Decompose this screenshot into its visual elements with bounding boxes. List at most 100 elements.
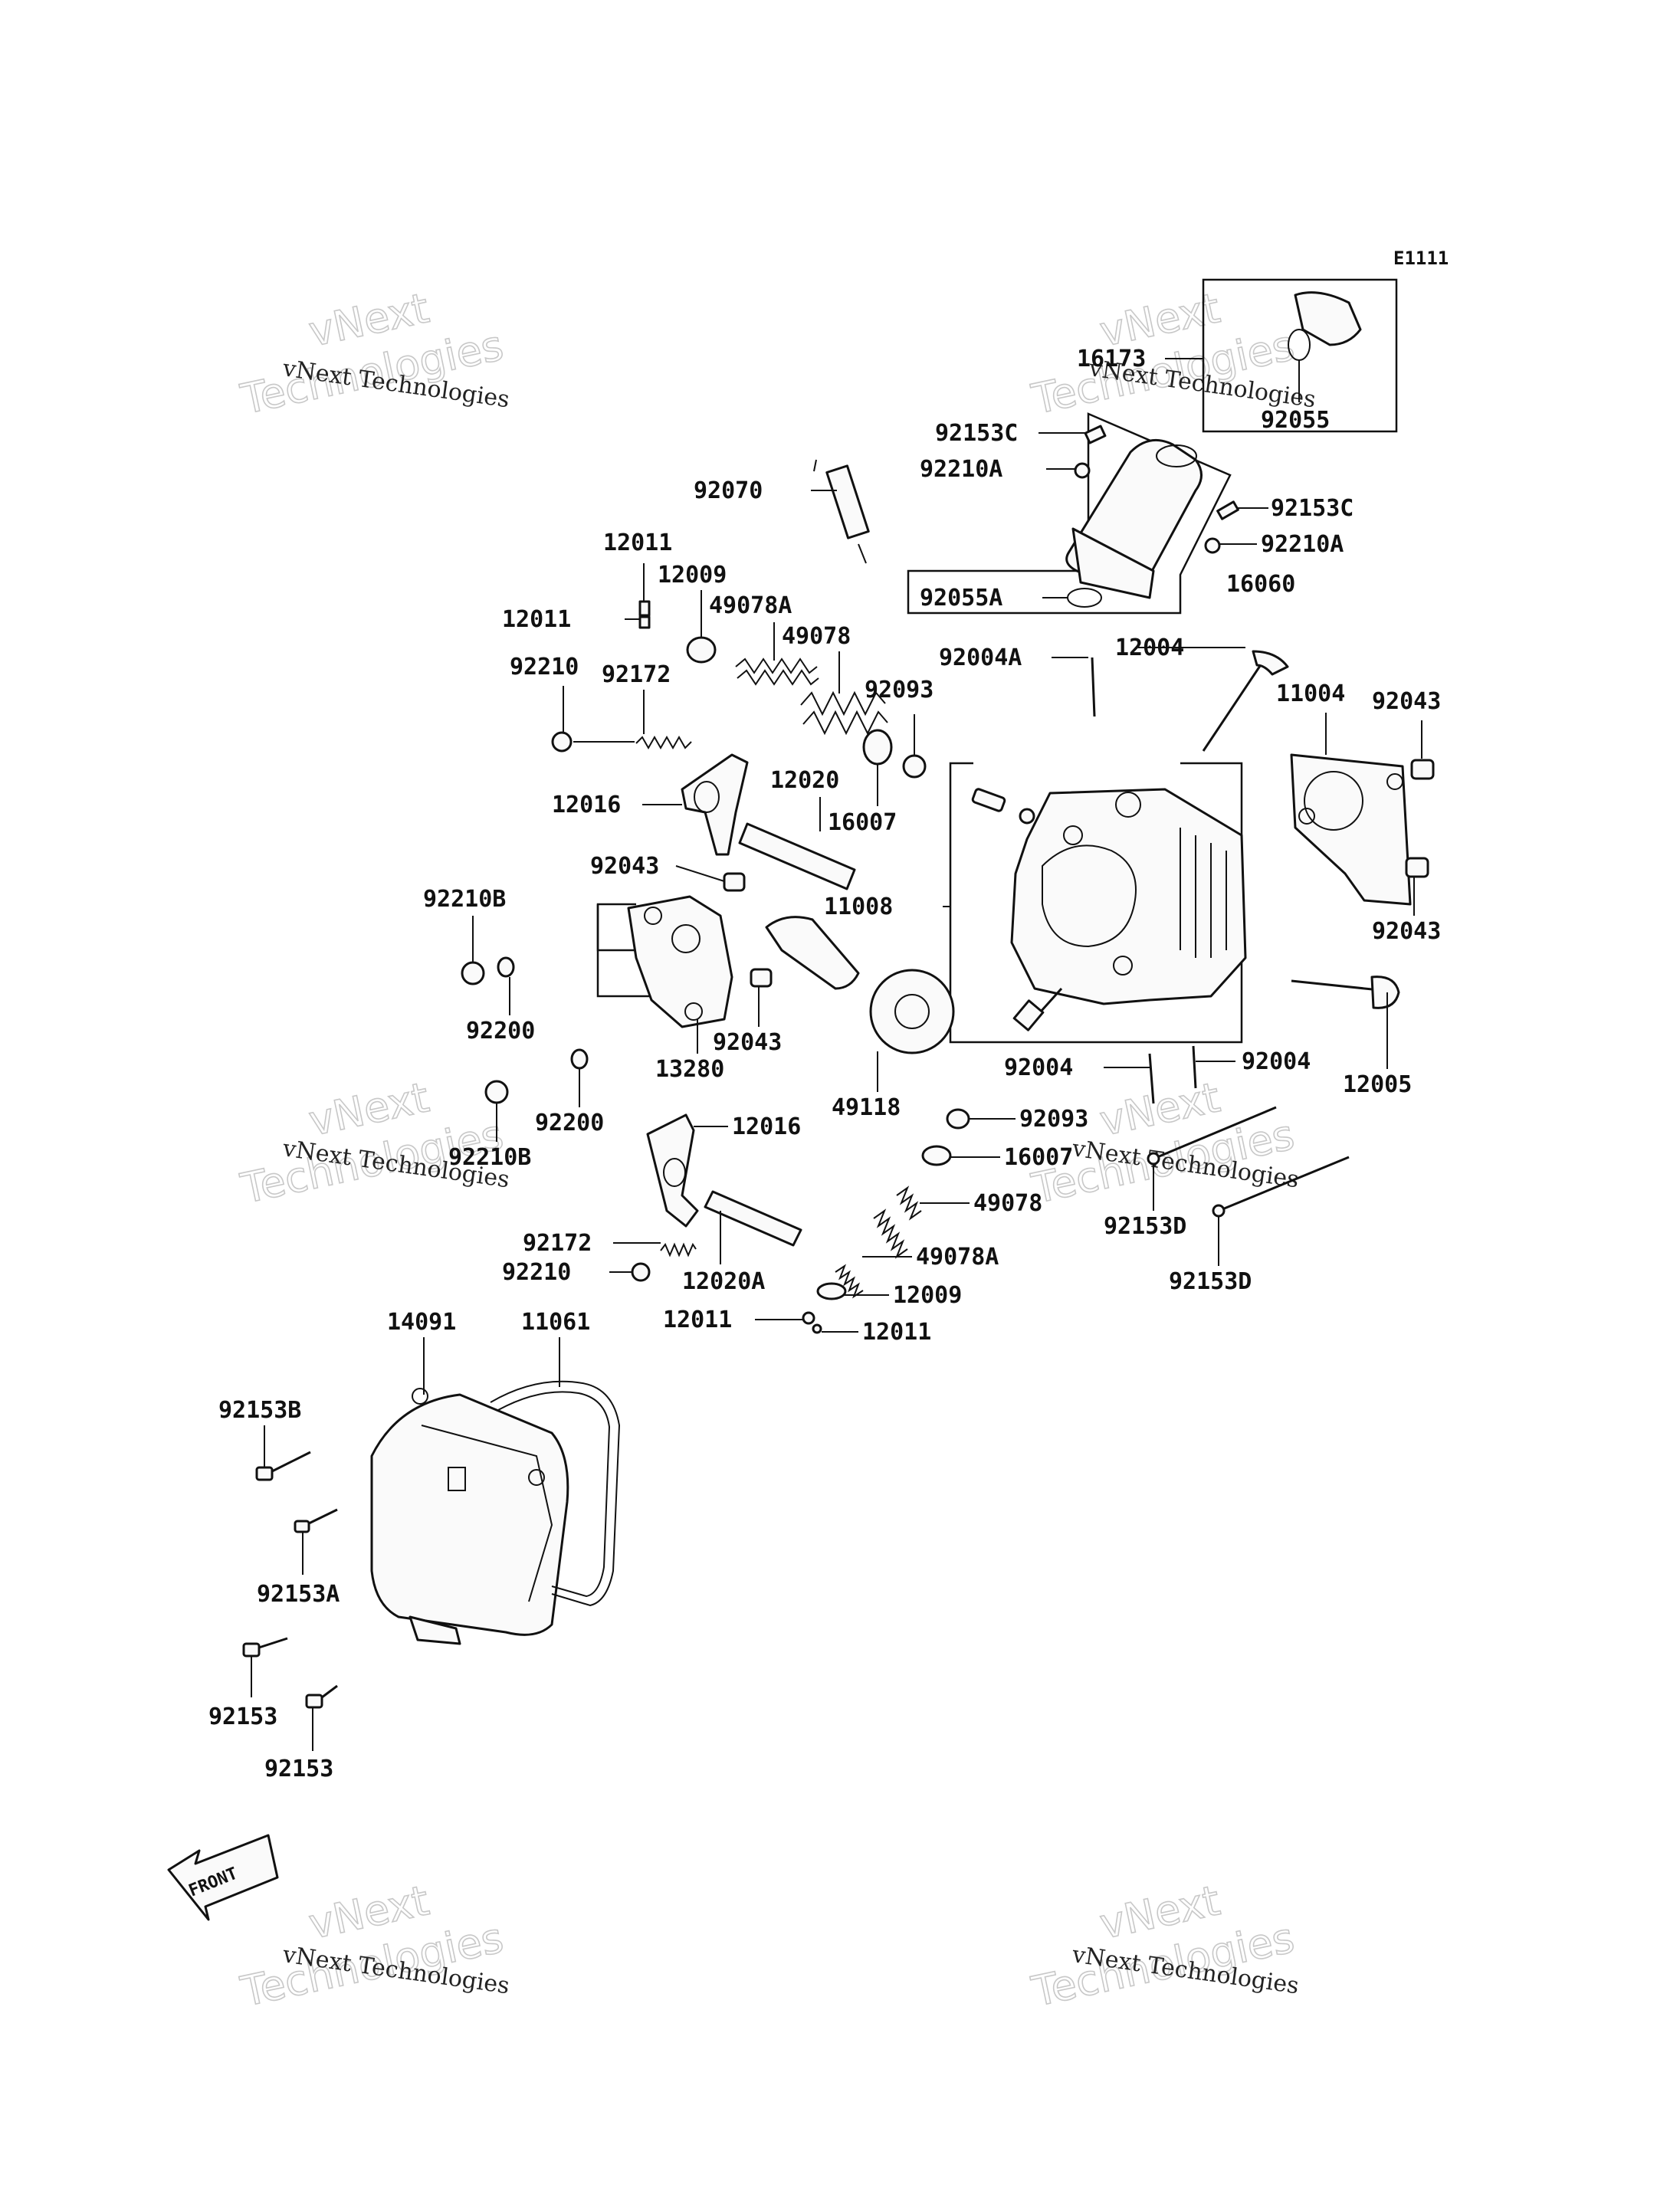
gasket-11004 xyxy=(1290,753,1412,906)
part-label: 92043 xyxy=(713,1029,782,1056)
rocker-shaft-12020 xyxy=(738,822,856,890)
part-label: 92055 xyxy=(1261,407,1330,434)
part-label: 49078 xyxy=(782,623,851,650)
nut-92210A-right xyxy=(1204,537,1221,554)
part-label: 12016 xyxy=(732,1113,801,1140)
valve-12005 xyxy=(1291,976,1400,1009)
part-label: 92043 xyxy=(1372,688,1441,715)
part-label: 49118 xyxy=(832,1094,901,1121)
diagram-code: E1111 xyxy=(1393,248,1449,269)
bolt-92153-upper xyxy=(242,1637,288,1658)
spring-92172-lower xyxy=(660,1242,697,1258)
part-label: 11061 xyxy=(521,1309,590,1336)
camshaft-49118 xyxy=(765,916,955,1054)
part-label: 12009 xyxy=(893,1282,962,1309)
nut-92093-upper xyxy=(902,754,927,779)
watermark: vNext Technologies vNext Technologies xyxy=(1027,283,1317,424)
part-label: 92093 xyxy=(865,677,934,703)
rocker-shaft-12020A xyxy=(704,1190,802,1247)
bolt-head-92153D-upper xyxy=(1147,1152,1160,1166)
watermark: vNext Technologies vNext Technologies xyxy=(236,1072,511,1213)
part-label: 92043 xyxy=(1372,918,1441,945)
part-label: 92093 xyxy=(1019,1106,1088,1133)
dowel-92043-right-lower xyxy=(1405,857,1429,878)
leader-lines xyxy=(251,358,1422,1751)
nut-92210-upper xyxy=(551,731,573,753)
part-label: 49078 xyxy=(973,1190,1042,1217)
part-label: 12016 xyxy=(552,792,621,818)
stud-92004-right xyxy=(1192,1045,1197,1089)
part-label: 92004 xyxy=(1242,1048,1311,1075)
valve-12004 xyxy=(1202,650,1289,752)
part-label: 92153 xyxy=(208,1703,277,1730)
cotter-12011-lower-b xyxy=(812,1323,822,1334)
part-label: 92153A xyxy=(257,1581,340,1608)
o-ring-small xyxy=(1019,808,1035,825)
seal-16007-upper xyxy=(862,729,893,766)
part-label: 16007 xyxy=(1004,1144,1073,1171)
part-label: 49078A xyxy=(709,592,792,619)
rocker-arm-12016-lower xyxy=(646,1113,699,1228)
nut-92210B-lower xyxy=(484,1080,509,1104)
part-label: 11008 xyxy=(824,894,893,920)
part-label: 16173 xyxy=(1077,346,1146,372)
intake-pipe-16060 xyxy=(1065,438,1203,599)
part-label: 92200 xyxy=(466,1018,535,1044)
stud-92004-left xyxy=(1148,1053,1155,1104)
retainer-12009-upper xyxy=(686,636,717,664)
nut-92210-lower xyxy=(631,1262,651,1282)
spark-plug-92070 xyxy=(813,459,870,564)
part-label: 92070 xyxy=(694,477,763,504)
watermark: vNext Technologies vNext Technologies xyxy=(1027,1875,1301,2016)
part-label: 12011 xyxy=(502,606,571,633)
part-label: 92153C xyxy=(1271,495,1354,522)
spring-49078-lower xyxy=(873,1185,922,1259)
part-label: 92172 xyxy=(523,1230,592,1257)
part-label: 12004 xyxy=(1115,635,1184,661)
nut-92093-lower xyxy=(946,1108,970,1130)
part-label: 12009 xyxy=(658,562,727,589)
stud-92004A xyxy=(1091,657,1096,717)
part-label: 12011 xyxy=(663,1307,732,1333)
spring-49078A-upper xyxy=(735,657,819,686)
dowel-92043-right-upper xyxy=(1410,759,1435,780)
watermark: vNext Technologies vNext Technologies xyxy=(1027,1072,1301,1213)
gasket-11061 xyxy=(490,1380,621,1607)
bolt-92153A xyxy=(294,1508,338,1533)
part-label: 92153B xyxy=(218,1397,301,1424)
part-label: 92200 xyxy=(535,1110,604,1136)
part-label: 92004A xyxy=(939,644,1022,671)
part-label: 92172 xyxy=(602,661,671,688)
washer-92200-upper xyxy=(497,956,515,978)
part-label: 11004 xyxy=(1276,680,1345,707)
part-label: 92210B xyxy=(423,886,506,913)
bolt-92153C-top xyxy=(1084,425,1107,444)
plate-16173 xyxy=(1288,291,1362,361)
part-label: 92153 xyxy=(264,1756,333,1782)
rocker-holder-13280 xyxy=(627,895,733,1028)
washer-92200-lower xyxy=(570,1048,589,1070)
part-label: 12020 xyxy=(770,767,839,794)
bolt-92153D-lower xyxy=(1222,1156,1350,1211)
gasket-92055A xyxy=(1067,588,1102,608)
seal-16007-lower xyxy=(921,1145,952,1166)
rocker-arm-12016-upper xyxy=(681,753,749,856)
part-label: 16007 xyxy=(828,809,897,836)
bolt-92153D-upper xyxy=(1157,1106,1277,1159)
part-label: 92210B xyxy=(448,1144,531,1171)
part-label: 12011 xyxy=(603,530,672,556)
part-label: 14091 xyxy=(387,1309,456,1336)
watermark: vNext Technologies vNext Technologies xyxy=(236,1875,511,2016)
spring-92172-upper xyxy=(635,735,692,750)
part-label: 92004 xyxy=(1004,1054,1073,1081)
head-cover-14091 xyxy=(370,1388,569,1645)
part-label: 92210A xyxy=(920,456,1002,483)
dowel-92043-mid xyxy=(723,872,746,892)
part-label: 12011 xyxy=(862,1319,931,1346)
inset-box-11008 xyxy=(949,762,1243,1044)
part-label: 92043 xyxy=(590,853,659,880)
part-label: 92153D xyxy=(1104,1213,1186,1240)
spring-49078A-lower xyxy=(835,1264,864,1299)
